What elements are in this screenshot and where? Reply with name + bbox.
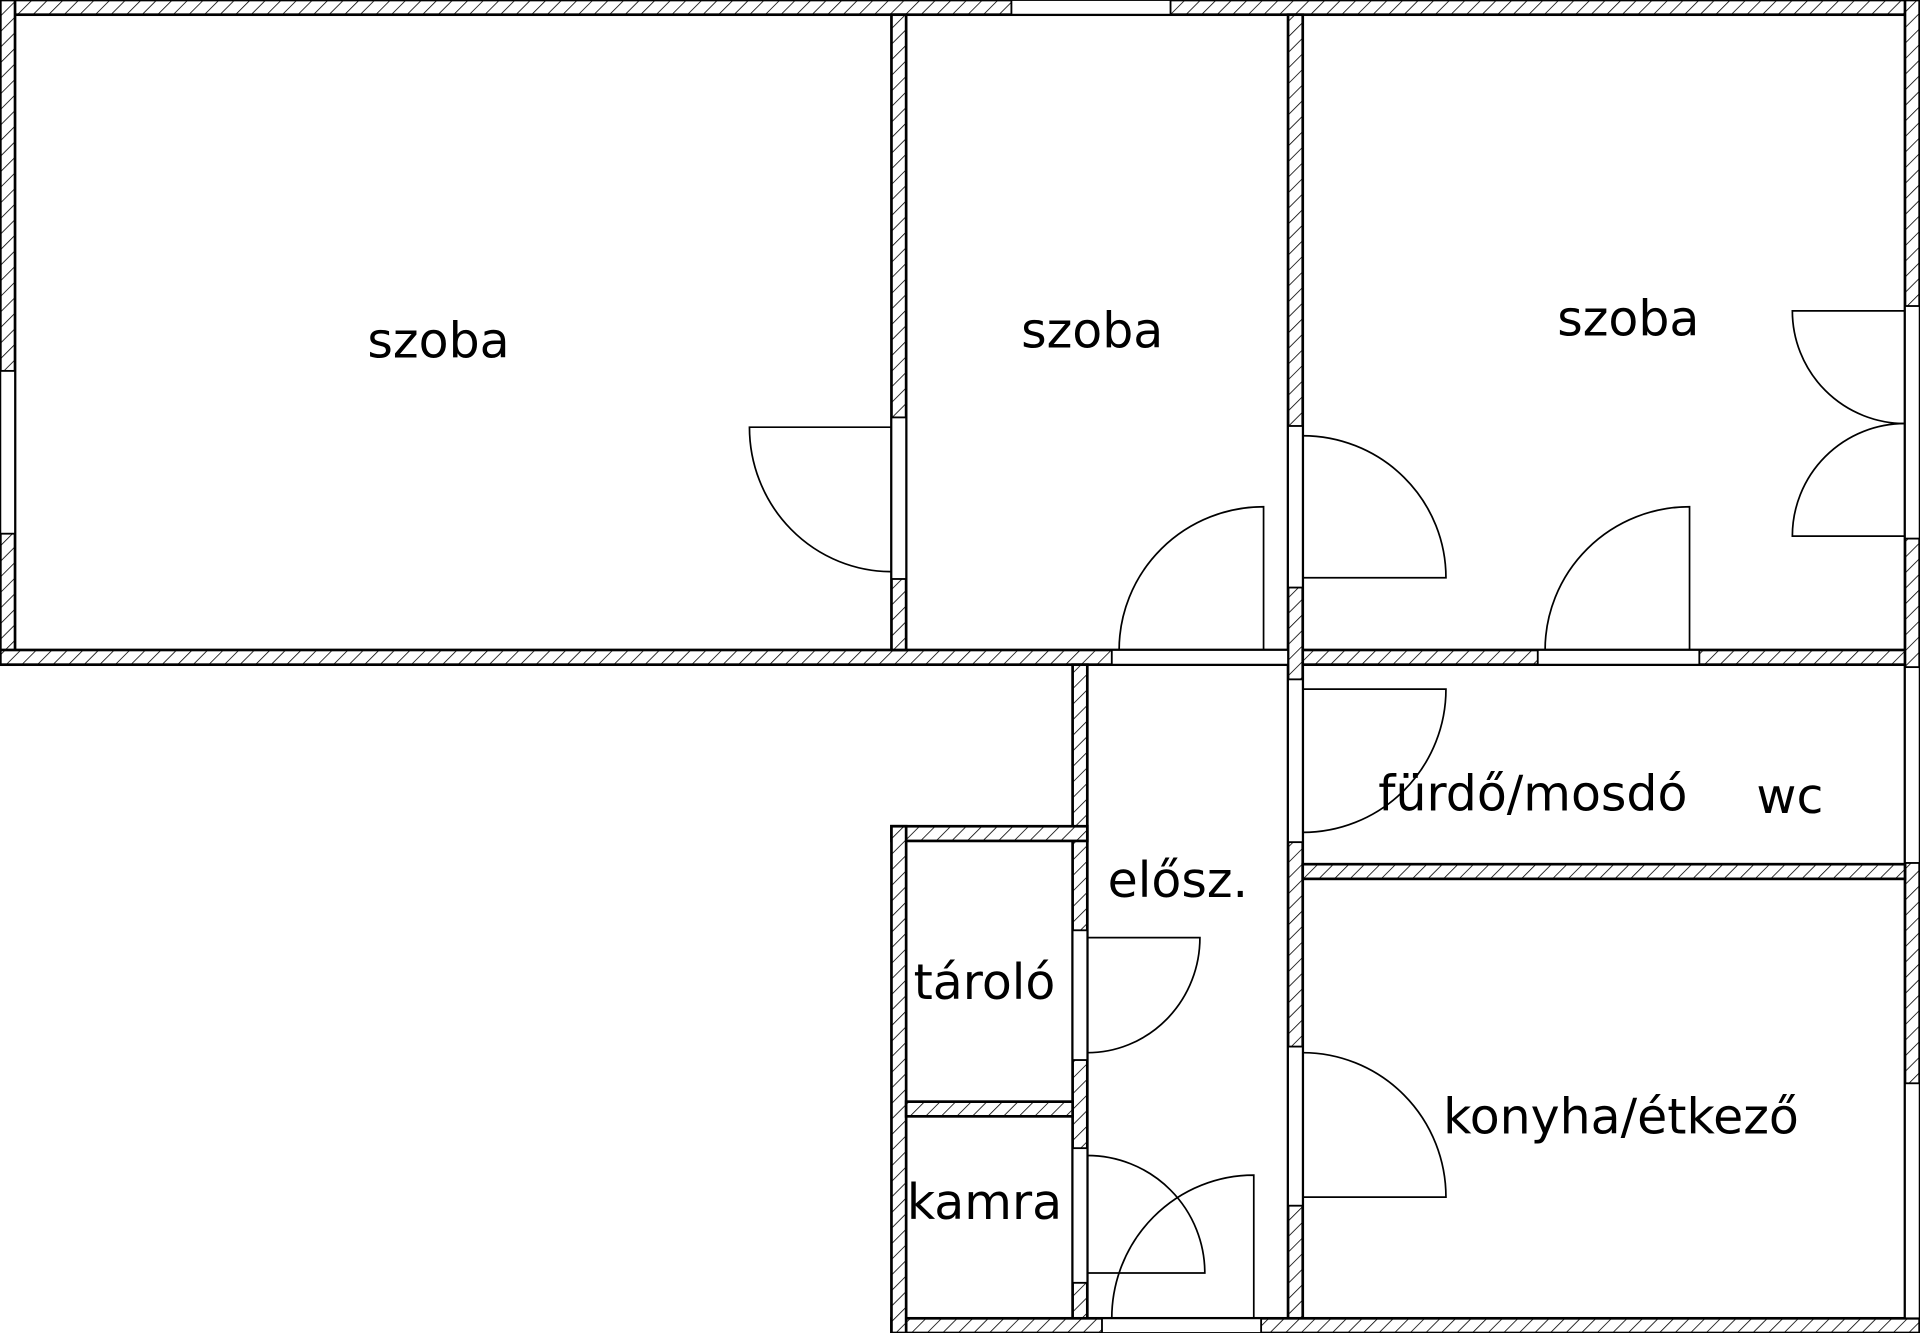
opening-pantry	[1071, 1147, 1089, 1284]
room-label-room-1: szoba	[367, 312, 509, 369]
opening-room3-bottom	[1536, 649, 1701, 666]
window-top	[1010, 0, 1172, 16]
door-room2	[1118, 505, 1265, 650]
opening-storage	[1071, 929, 1089, 1061]
door-room3-left	[1302, 434, 1447, 579]
doors	[748, 310, 1905, 1319]
wall-bath-kitchen	[1301, 862, 1907, 881]
window-right-bath	[1904, 666, 1920, 864]
door-bathroom	[1302, 688, 1447, 834]
window-right-balcony	[1904, 305, 1920, 540]
door-entrance	[1110, 1174, 1255, 1319]
door-room3-bottom	[1544, 505, 1691, 650]
door-storage	[1087, 936, 1201, 1054]
room-label-room-3: szoba	[1557, 290, 1699, 347]
wall-room2-room3	[1286, 13, 1305, 1333]
room-label-hallway: elősz.	[1108, 852, 1248, 909]
wall-storage-pantry	[904, 1100, 1074, 1118]
wall-left	[0, 0, 17, 667]
room-label-pantry: kamra	[907, 1174, 1062, 1231]
wall-bottom	[890, 1316, 1920, 1333]
opening-kitchen	[1287, 1045, 1304, 1207]
wall-top	[0, 0, 1920, 17]
opening-room2	[1110, 649, 1289, 666]
door-kitchen	[1302, 1051, 1447, 1198]
room-label-wc: wc	[1756, 768, 1823, 825]
window-left	[0, 369, 16, 535]
door-balcony-upper	[1791, 310, 1905, 425]
opening-bathroom	[1287, 678, 1304, 844]
door-balcony-lower	[1791, 422, 1905, 537]
opening-room3-left	[1287, 425, 1304, 589]
door-room1	[748, 426, 892, 573]
room-label-kitchen: konyha/étkező	[1443, 1088, 1799, 1145]
opening-room1	[890, 416, 908, 580]
room-label-room-2: szoba	[1021, 303, 1163, 360]
room-label-storage: tároló	[914, 954, 1056, 1011]
room-label-bathroom: fürdő/mosdó	[1378, 765, 1687, 822]
door-pantry	[1087, 1154, 1206, 1274]
wall-storage-top	[890, 824, 1089, 843]
opening-entrance	[1101, 1317, 1263, 1333]
room-labels: szoba szoba szoba fürdő/mosdó wc elősz. …	[367, 290, 1823, 1231]
wall-storage-left	[890, 824, 908, 1333]
window-right-kitchen	[1904, 1082, 1920, 1320]
